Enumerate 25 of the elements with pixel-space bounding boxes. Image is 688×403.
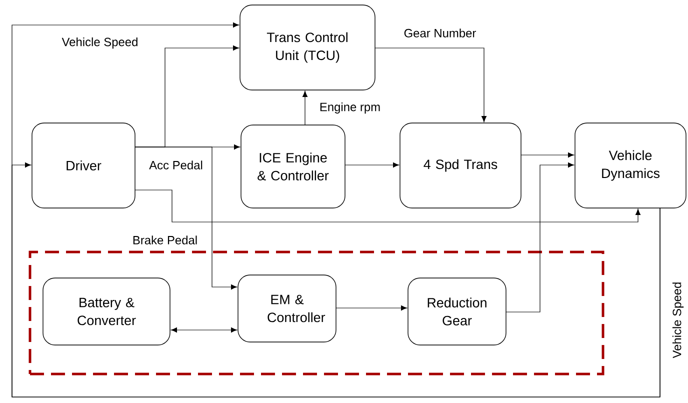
edge-label: Engine rpm (318, 101, 382, 115)
edge-label: Vehicle Speed (671, 280, 685, 360)
process-box: Battery & Converter (42, 278, 170, 346)
arrow (134, 146, 238, 290)
dashed-boundary (28, 250, 604, 376)
arrow (170, 328, 238, 332)
arrow (12, 162, 660, 398)
arrow (374, 48, 486, 122)
process-box: Trans Control Unit (TCU) (240, 4, 376, 90)
arrow (134, 190, 640, 222)
arrow (506, 162, 574, 312)
process-box: 4 Spd Trans (400, 122, 522, 208)
process-box: ICE Engine & Controller (240, 124, 346, 208)
arrow (520, 152, 574, 158)
edge-label: Vehicle Speed (60, 36, 140, 50)
arrow (336, 306, 408, 310)
process-box: EM & Controller (238, 274, 336, 342)
process-box: Reduction Gear (408, 278, 506, 346)
edge-label: Brake Pedal (131, 234, 199, 246)
arrow (302, 90, 308, 126)
arrow (344, 162, 400, 168)
edge-label: Acc Pedal (148, 160, 204, 170)
process-box: Vehicle Dynamics (574, 122, 686, 208)
edge-label: Gear Number (402, 28, 478, 38)
process-box: Driver (32, 122, 136, 208)
